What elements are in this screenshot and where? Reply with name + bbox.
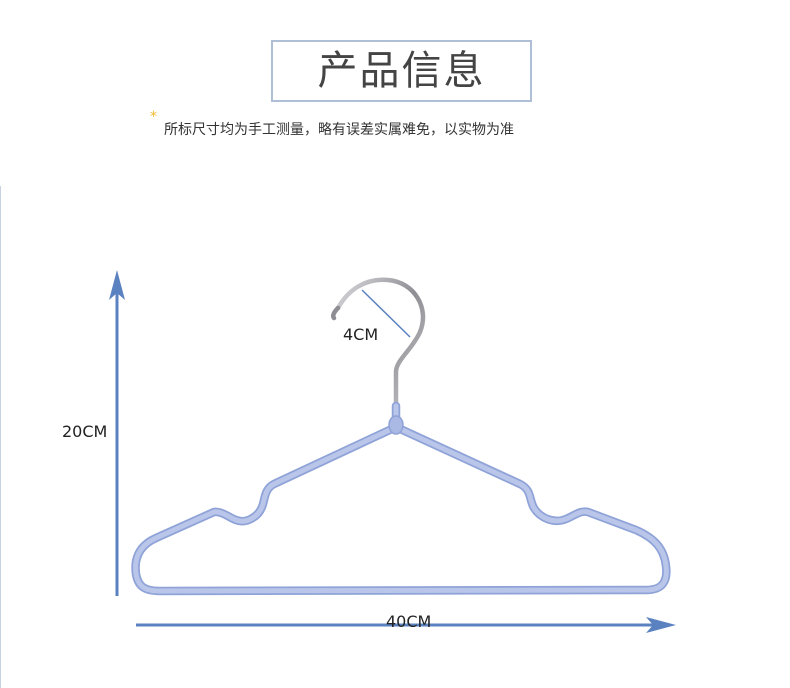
star-icon: * [150, 109, 157, 125]
measurement-note: 所标尺寸均为手工测量，略有误差实属难免，以实物为准 [164, 122, 514, 138]
width-arrow [136, 617, 676, 633]
hook-icon [335, 277, 426, 411]
hanger-body [131, 401, 671, 596]
page-title: 产品信息 [317, 48, 486, 94]
width-dimension-label: 40CM [386, 612, 432, 631]
height-dimension-label: 20CM [62, 422, 108, 441]
hook-diameter-line [361, 289, 411, 338]
hook-dimension-label: 4CM [343, 325, 379, 344]
height-arrow [109, 270, 125, 596]
left-divider [0, 186, 1, 688]
title-box: 产品信息 [271, 40, 532, 102]
